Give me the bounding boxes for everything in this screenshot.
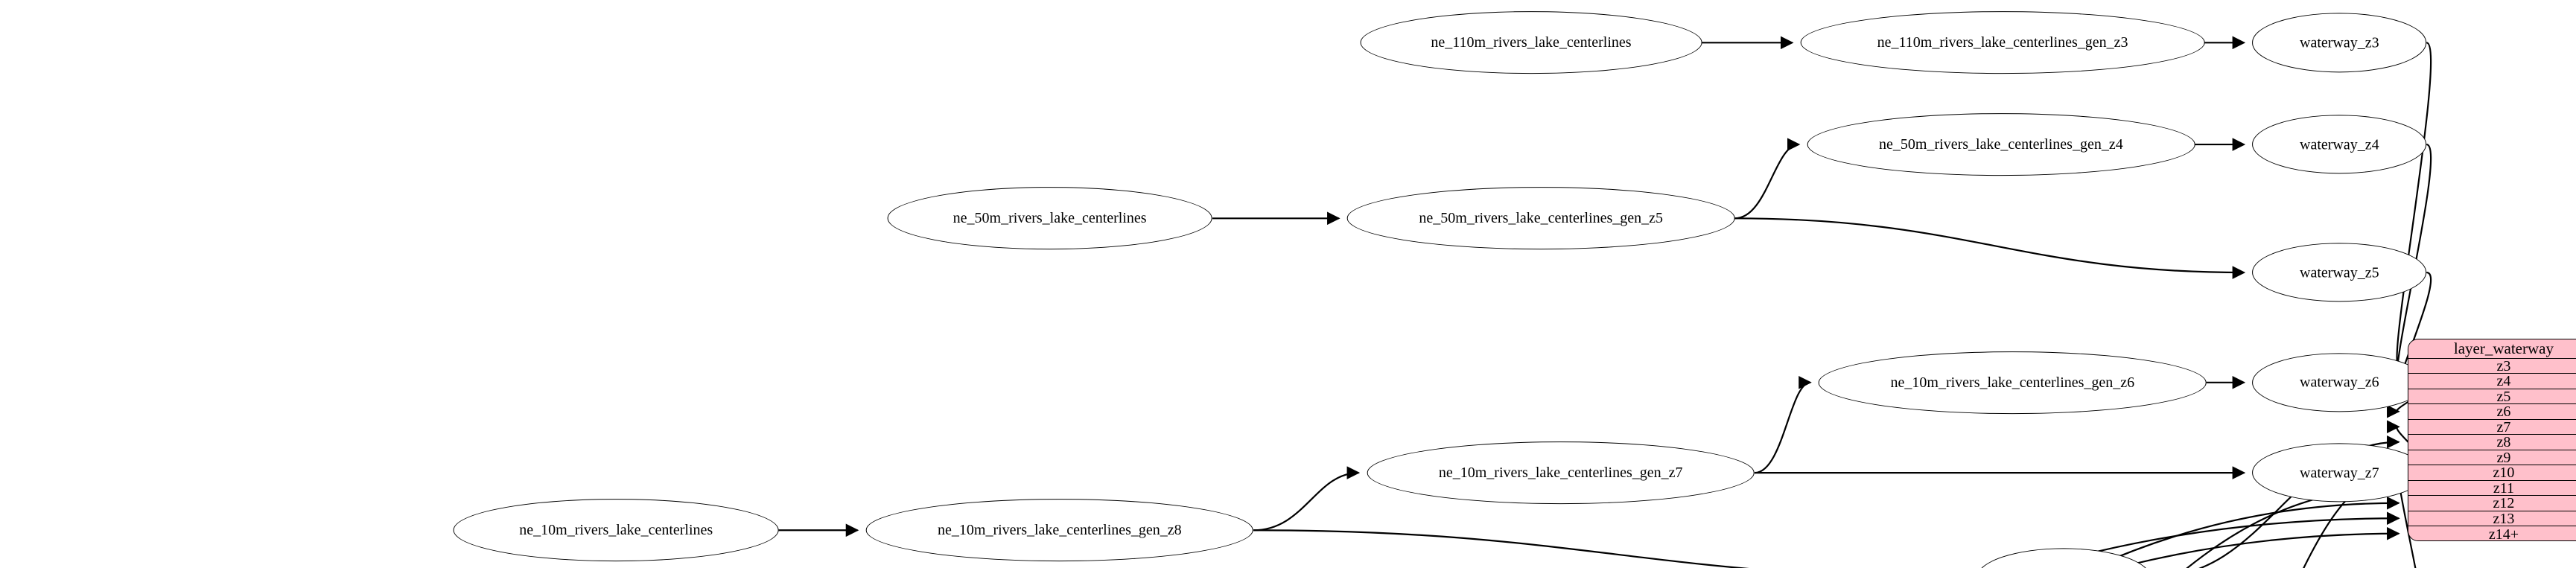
record-row-z5[interactable]: z5 xyxy=(2408,389,2576,405)
edge-ne_10m_rivers_lake_centerlines_gen_z7-to-ne_10m_rivers_lake_centerlines_gen_z6 xyxy=(1754,376,1812,474)
record-row-z7[interactable]: z7 xyxy=(2408,420,2576,435)
node-label: ne_50m_rivers_lake_centerlines_gen_z4 xyxy=(1879,136,2123,153)
edge-ne_50m_rivers_lake_centerlines_gen_z5-to-waterway_z5 xyxy=(1734,217,2246,279)
graph-node-ne_110m_rivers_lake_centerlines[interactable]: ne_110m_rivers_lake_centerlines xyxy=(1360,11,1702,74)
record-row-z13[interactable]: z13 xyxy=(2408,511,2576,527)
graph-node-ne_10m_rivers_lake_centerlines[interactable]: ne_10m_rivers_lake_centerlines xyxy=(453,499,779,562)
node-label: ne_10m_rivers_lake_centerlines_gen_z8 xyxy=(938,522,1182,539)
node-label: ne_110m_rivers_lake_centerlines_gen_z3 xyxy=(1877,34,2128,51)
record-row-z9[interactable]: z9 xyxy=(2408,450,2576,466)
edge-waterway_z12-to-layer_waterway:z12 xyxy=(2090,496,2400,568)
graph-node-waterway_z3[interactable]: waterway_z3 xyxy=(2252,13,2427,73)
record-title: layer_waterway xyxy=(2408,339,2576,359)
node-label: ne_10m_rivers_lake_centerlines_gen_z6 xyxy=(1890,374,2135,391)
graph-node-ne_110m_rivers_lake_centerlines_gen_z3[interactable]: ne_110m_rivers_lake_centerlines_gen_z3 xyxy=(1800,11,2205,74)
edge-ne_10m_rivers_lake_centerlines_gen_z8-to-ne_10m_rivers_lake_centerlines_gen_z7 xyxy=(1253,466,1361,532)
record-row-z12[interactable]: z12 xyxy=(2408,496,2576,511)
graph-node-ne_10m_rivers_lake_centerlines_gen_z7[interactable]: ne_10m_rivers_lake_centerlines_gen_z7 xyxy=(1367,441,1755,504)
node-label: waterway_z6 xyxy=(2300,374,2379,391)
graph-node-ne_50m_rivers_lake_centerlines_gen_z4[interactable]: ne_50m_rivers_lake_centerlines_gen_z4 xyxy=(1807,113,2195,176)
node-label: ne_10m_rivers_lake_centerlines_gen_z7 xyxy=(1438,465,1683,482)
graph-node-waterway_z6[interactable]: waterway_z6 xyxy=(2252,353,2427,412)
node-label: waterway_z7 xyxy=(2300,465,2379,482)
record-row-z11[interactable]: z11 xyxy=(2408,481,2576,497)
record-row-z3[interactable]: z3 xyxy=(2408,359,2576,374)
graph-node-waterway_z4[interactable]: waterway_z4 xyxy=(2252,115,2427,174)
node-label: waterway_z3 xyxy=(2300,34,2379,51)
graph-node-ne_10m_rivers_lake_centerlines_gen_z8[interactable]: ne_10m_rivers_lake_centerlines_gen_z8 xyxy=(865,499,1254,562)
edge-waterway_z3-to-layer_waterway:z3 xyxy=(2386,42,2432,372)
graph-node-waterway_z7[interactable]: waterway_z7 xyxy=(2252,443,2427,502)
node-label: ne_10m_rivers_lake_centerlines xyxy=(519,522,713,539)
node-label: ne_110m_rivers_lake_centerlines xyxy=(1431,34,1632,51)
graph-node-ne_10m_rivers_lake_centerlines_gen_z6[interactable]: ne_10m_rivers_lake_centerlines_gen_z6 xyxy=(1819,351,2207,414)
edge-ne_10m_rivers_lake_centerlines_gen_z8-to-waterway_z8 xyxy=(1253,529,1750,568)
record-row-z10[interactable]: z10 xyxy=(2408,465,2576,481)
graph-node-waterway_z8[interactable]: waterway_z8 xyxy=(1976,548,2151,568)
node-label: ne_50m_rivers_lake_centerlines xyxy=(953,210,1147,227)
node-label: waterway_z4 xyxy=(2300,136,2379,153)
graph-node-ne_50m_rivers_lake_centerlines[interactable]: ne_50m_rivers_lake_centerlines xyxy=(887,187,1213,250)
edge-ne_50m_rivers_lake_centerlines_gen_z5-to-ne_50m_rivers_lake_centerlines_gen_z4 xyxy=(1734,138,1801,220)
graph-node-waterway_z5[interactable]: waterway_z5 xyxy=(2252,243,2427,302)
record-row-z6[interactable]: z6 xyxy=(2408,404,2576,420)
node-label: ne_50m_rivers_lake_centerlines_gen_z5 xyxy=(1419,210,1664,227)
record-row-z14+[interactable]: z14+ xyxy=(2488,526,2519,541)
node-label: waterway_z5 xyxy=(2300,264,2379,281)
graph-node-ne_50m_rivers_lake_centerlines_gen_z5[interactable]: ne_50m_rivers_lake_centerlines_gen_z5 xyxy=(1346,187,1735,250)
record-row-z8[interactable]: z8 xyxy=(2408,435,2576,450)
record-row-z4[interactable]: z4 xyxy=(2408,374,2576,389)
